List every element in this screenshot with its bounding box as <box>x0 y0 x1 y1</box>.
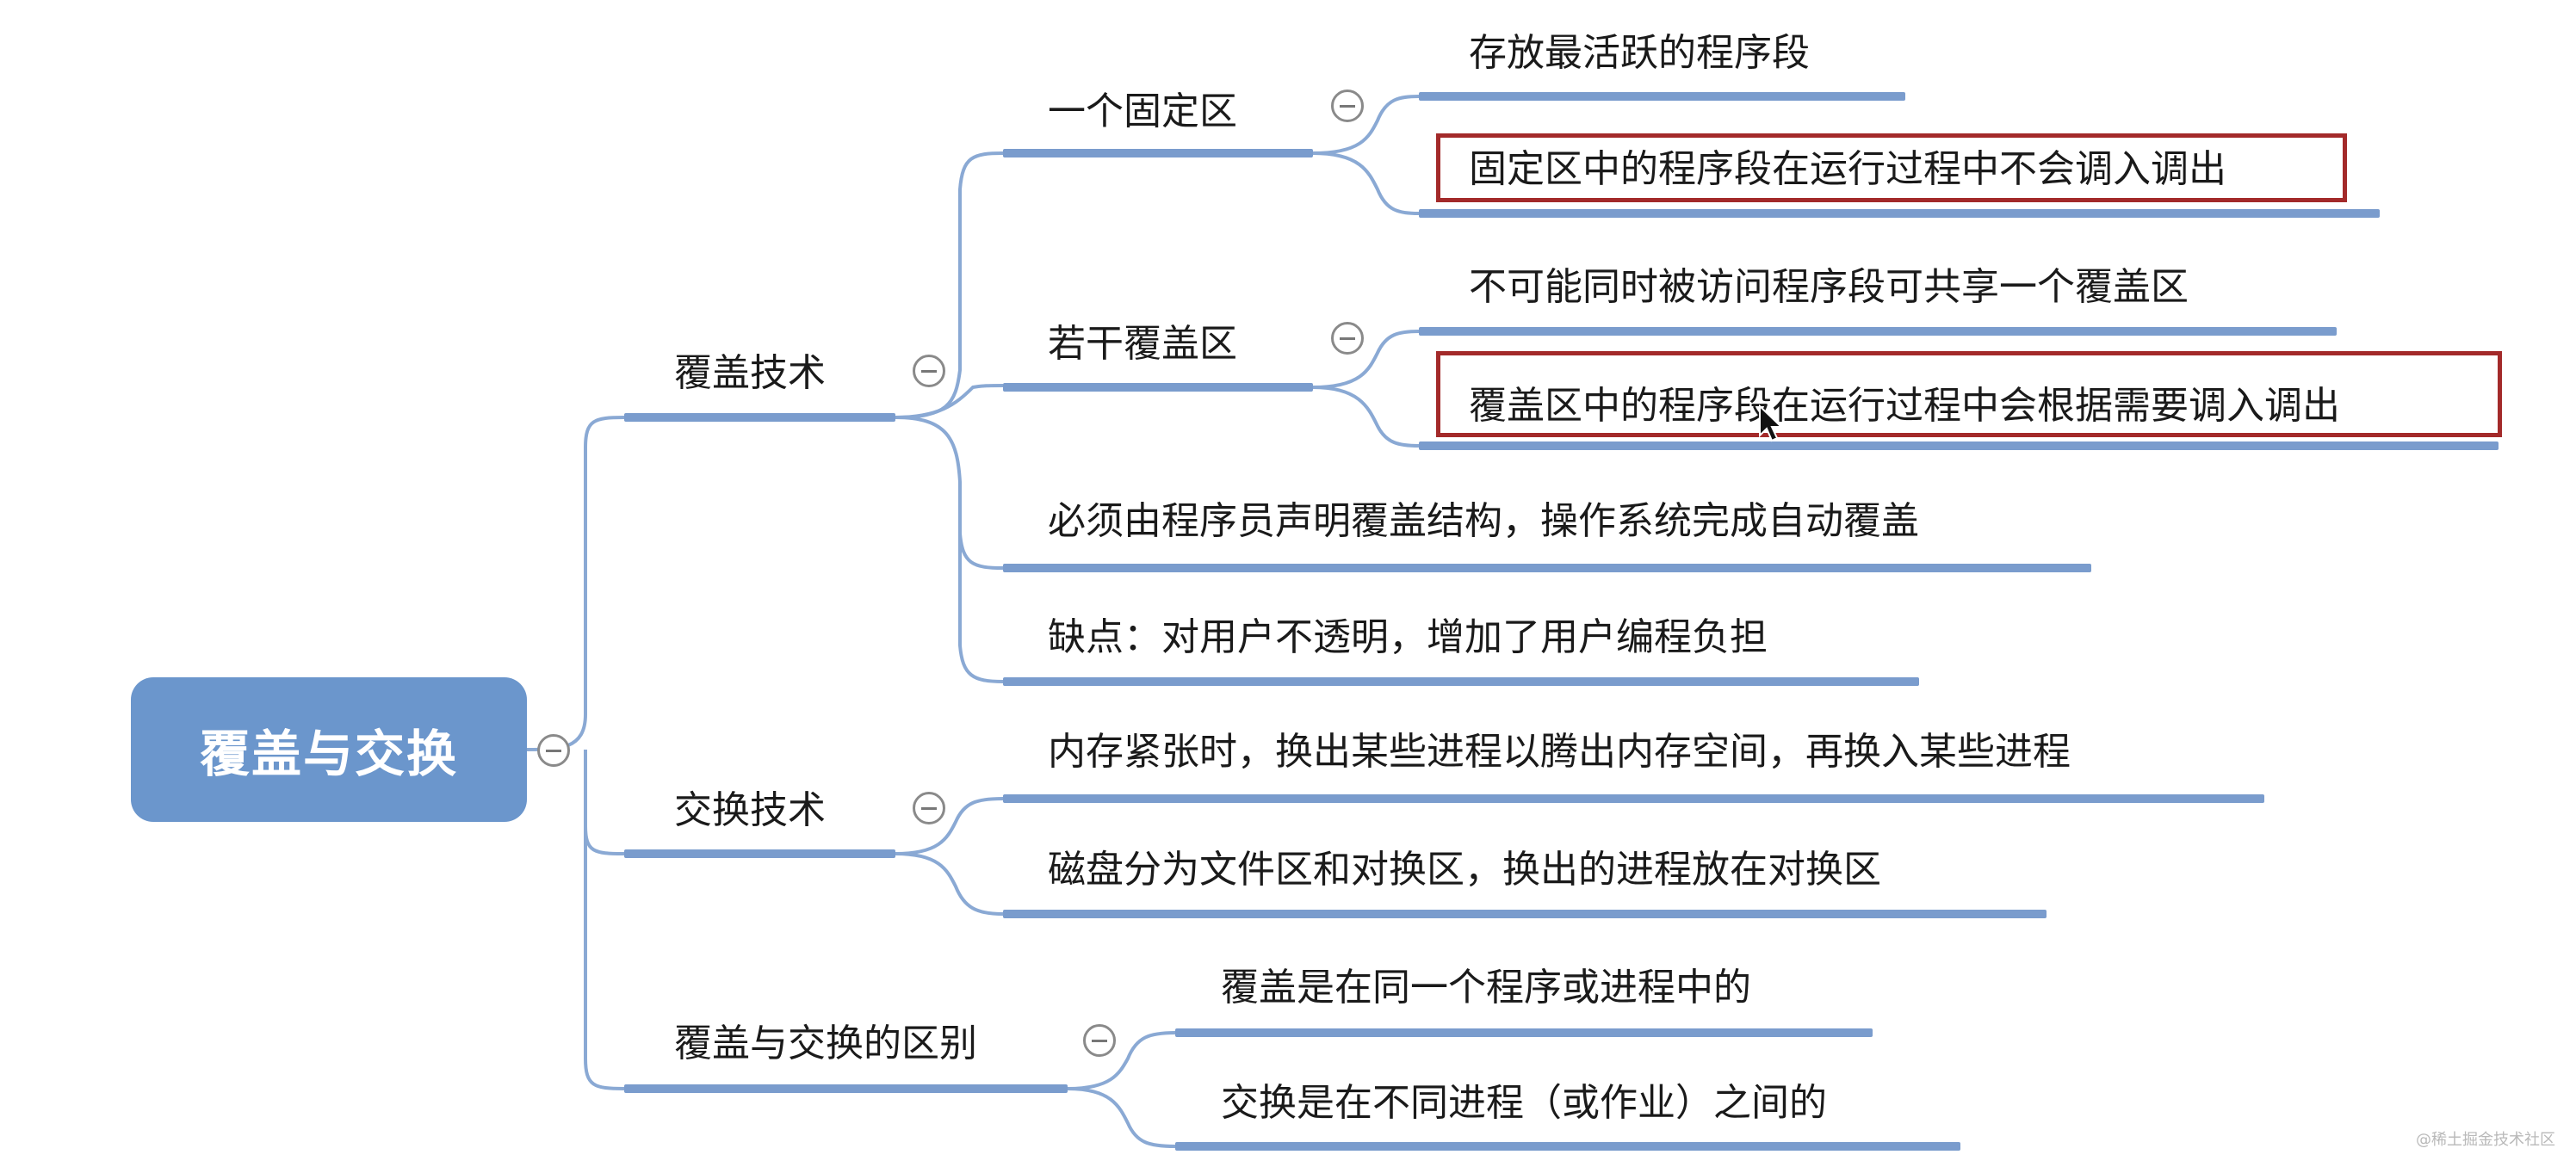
connector <box>584 826 625 1090</box>
leaf-label[interactable]: 覆盖区中的程序段在运行过程中会根据需要调入调出 <box>1469 384 2340 428</box>
collapse-toggle-icon[interactable] <box>1331 322 1364 355</box>
branch-label-swap[interactable]: 交换技术 <box>674 788 826 832</box>
leaf-label[interactable]: 缺点：对用户不透明，增加了用户编程负担 <box>1048 615 1768 659</box>
highlight-box <box>1436 351 2502 437</box>
root-label: 覆盖与交换 <box>199 725 458 783</box>
connector <box>895 797 1004 855</box>
connector <box>1312 151 1420 215</box>
connector <box>1312 95 1420 155</box>
leaf-label[interactable]: 存放最活跃的程序段 <box>1469 31 1810 75</box>
leaf-underline <box>1003 910 2047 918</box>
leaf-underline <box>1175 1142 1960 1151</box>
connector <box>895 416 1004 570</box>
collapse-toggle-icon[interactable] <box>537 734 570 767</box>
branch-label-overlay[interactable]: 覆盖技术 <box>674 351 826 395</box>
collapse-toggle-icon[interactable] <box>1083 1024 1116 1057</box>
leaf-underline <box>1003 794 2264 803</box>
mouse-cursor-icon <box>1759 404 1784 442</box>
leaf-label[interactable]: 必须由程序员声明覆盖结构，操作系统完成自动覆盖 <box>1048 499 1919 543</box>
leaf-label[interactable]: 固定区中的程序段在运行过程中不会调入调出 <box>1469 147 2226 191</box>
connector <box>1312 386 1420 448</box>
leaf-underline <box>1419 441 2499 450</box>
branch-underline <box>624 1084 1068 1093</box>
leaf-label[interactable]: 不可能同时被访问程序段可共享一个覆盖区 <box>1469 265 2189 309</box>
leaf-label[interactable]: 内存紧张时，换出某些进程以腾出内存空间，再换入某些进程 <box>1048 730 2071 774</box>
leaf-underline <box>1419 327 2337 336</box>
node-label-fixed-area[interactable]: 一个固定区 <box>1048 90 1237 133</box>
branch-label-difference[interactable]: 覆盖与交换的区别 <box>674 1022 977 1065</box>
connector <box>958 534 1004 683</box>
leaf-underline <box>1419 209 2380 218</box>
watermark: @稀土掘金技术社区 <box>2416 1131 2555 1149</box>
connector <box>1312 330 1420 389</box>
leaf-underline <box>1419 92 1905 101</box>
leaf-underline <box>1175 1028 1873 1037</box>
leaf-underline <box>1003 677 1919 686</box>
node-label-overlay-areas[interactable]: 若干覆盖区 <box>1048 322 1237 366</box>
connector <box>1067 1031 1176 1090</box>
connector <box>526 416 625 751</box>
leaf-label[interactable]: 覆盖是在同一个程序或进程中的 <box>1221 966 1751 1010</box>
branch-underline <box>624 413 895 422</box>
root-node[interactable]: 覆盖与交换 <box>131 677 527 822</box>
node-underline <box>1003 383 1313 392</box>
connector <box>1067 1087 1176 1148</box>
branch-underline <box>624 849 895 858</box>
connector <box>895 852 1004 916</box>
leaf-label[interactable]: 交换是在不同进程（或作业）之间的 <box>1221 1081 1827 1125</box>
collapse-toggle-icon[interactable] <box>1331 90 1364 122</box>
connector <box>584 750 625 855</box>
leaf-label[interactable]: 磁盘分为文件区和对换区，换出的进程放在对换区 <box>1048 848 1881 892</box>
leaf-underline <box>1003 564 2091 572</box>
collapse-toggle-icon[interactable] <box>913 355 945 387</box>
collapse-toggle-icon[interactable] <box>913 792 945 824</box>
node-underline <box>1003 149 1313 157</box>
connector <box>895 384 1004 419</box>
highlight-box <box>1436 133 2347 202</box>
connector <box>895 151 1004 419</box>
